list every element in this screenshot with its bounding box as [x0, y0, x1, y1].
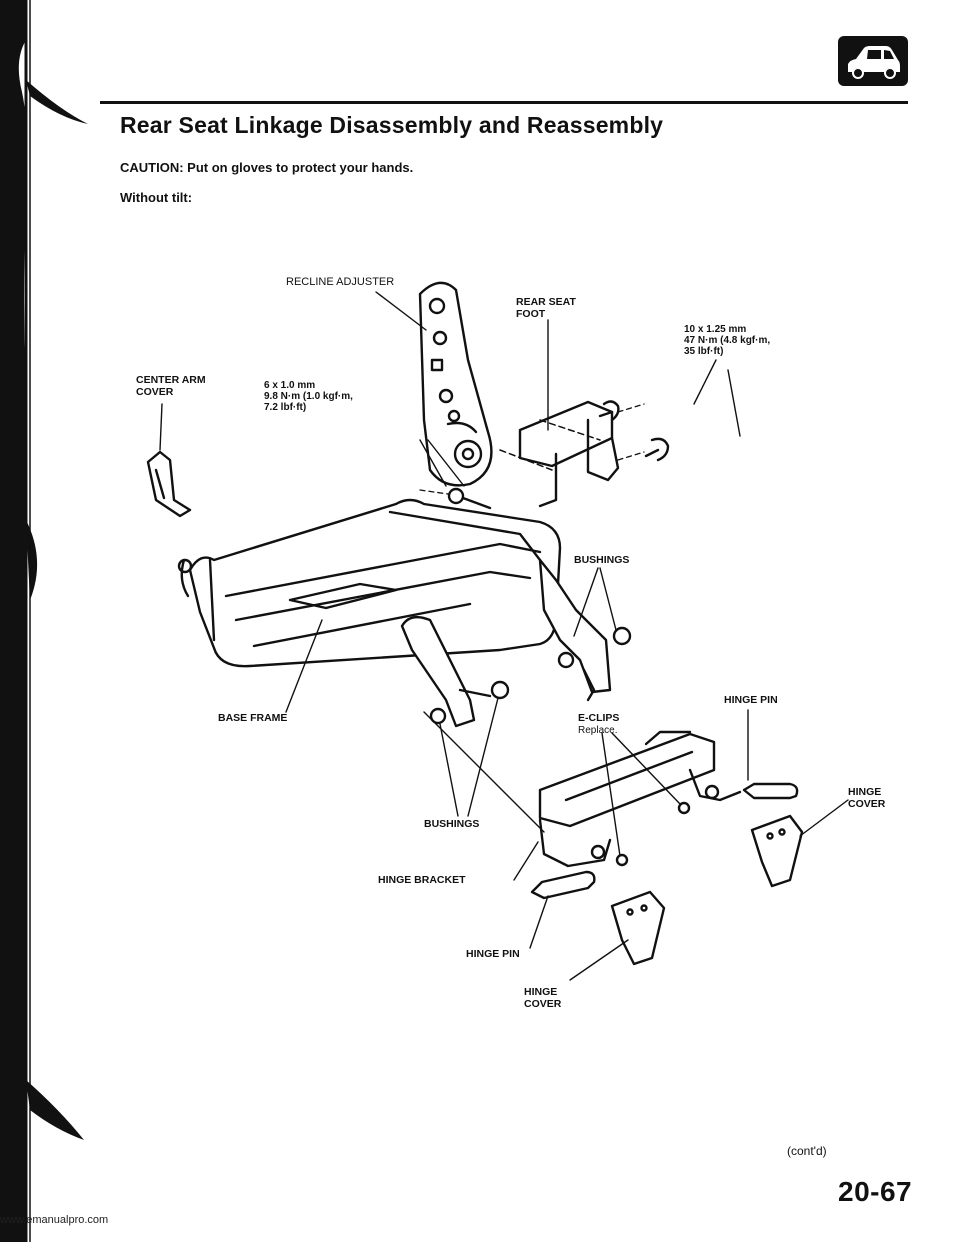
header-rule: [100, 101, 908, 104]
center-leg-part: [400, 615, 510, 728]
page-title: Rear Seat Linkage Disassembly and Reasse…: [120, 112, 664, 138]
e-clips-label: E-CLIPS: [578, 712, 620, 724]
bolt-10mm-part: [598, 400, 670, 462]
hinge-pin-bottom-label: HINGE PIN: [466, 948, 520, 960]
hinge-pin-right-label: HINGE PIN: [724, 694, 778, 706]
leader-lines: [159, 291, 849, 981]
car-body-icon: [838, 36, 908, 86]
continued-note: (cont'd): [787, 1144, 827, 1158]
bushings-bottom-label: BUSHINGS: [424, 818, 480, 830]
page-number: 20-67: [838, 1176, 913, 1207]
rear-seat-foot-label: REAR SEAT FOOT: [516, 296, 576, 320]
hinge-pin-bottom-part: [530, 870, 596, 900]
hinge-bracket-label: HINGE BRACKET: [378, 874, 466, 886]
base-frame-part: [177, 498, 562, 668]
hinge-bracket-part: [538, 730, 742, 868]
hinge-cover-bottom-part: [610, 890, 666, 966]
bolt-10mm-spec: 10 x 1.25 mm 47 N·m (4.8 kgf·m, 35 lbf·f…: [684, 324, 771, 357]
e-clips-note: Replace.: [578, 725, 618, 736]
center-arm-cover-label: CENTER ARM COVER: [136, 374, 206, 398]
recline-adjuster-part: [418, 281, 493, 487]
center-arm-cover-part: [146, 450, 192, 518]
hinge-cover-right-label: HINGE COVER: [848, 786, 886, 810]
hinge-cover-bottom-label: HINGE COVER: [524, 986, 562, 1010]
right-leg-part: [538, 558, 632, 702]
e-clip-part: [615, 801, 691, 867]
bolt-6mm-spec: 6 x 1.0 mm 9.8 N·m (1.0 kgf·m, 7.2 lbf·f…: [264, 380, 353, 413]
footer-url-link[interactable]: www.emanualpro.com: [0, 1214, 109, 1226]
bushings-top-label: BUSHINGS: [574, 554, 630, 566]
bolt-6mm-part: [419, 487, 492, 510]
hinge-cover-right-part: [750, 814, 804, 888]
recline-adjuster-label: RECLINE ADJUSTER: [286, 276, 395, 288]
caution-note: CAUTION: Put on gloves to protect your h…: [120, 160, 414, 175]
hinge-pin-right-part: [742, 782, 799, 800]
subheading: Without tilt:: [120, 190, 193, 205]
rear-seat-foot-part: [499, 400, 620, 508]
base-frame-label: BASE FRAME: [218, 712, 288, 724]
